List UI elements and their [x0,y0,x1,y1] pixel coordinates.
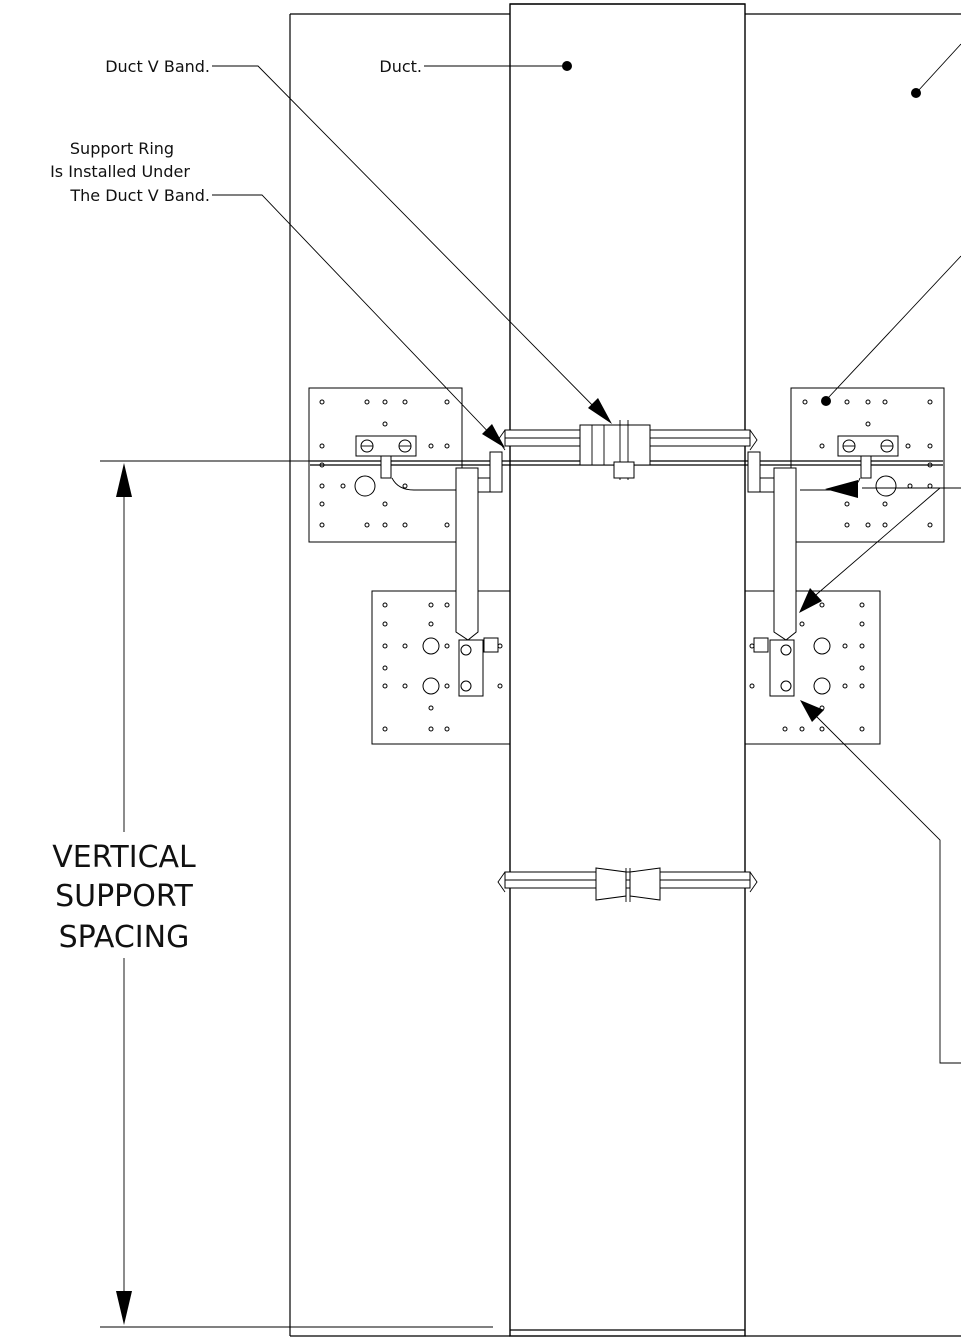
anchor-hole [842,683,848,689]
anchor-hole [927,443,933,449]
anchor-hole [799,621,805,627]
anchor-hole [859,665,865,671]
anchor-hole [382,501,388,507]
support-ring-label-line1: Support Ring [70,139,174,158]
duct-body [509,3,746,1337]
wall-outline [289,13,961,1337]
anchor-hole [749,683,755,689]
anchor-hole [802,399,808,405]
support-ring-label-line2: Is Installed Under [50,162,190,181]
right-strap-bracket [747,451,797,697]
anchor-hole [319,483,325,489]
anchor-hole [402,399,408,405]
anchor-hole [319,501,325,507]
anchor-hole [927,522,933,528]
dimension-label-line1: VERTICAL [52,840,196,875]
leader-lines [212,43,961,1064]
anchor-hole [382,643,388,649]
anchor-hole [444,602,450,608]
anchor-hole [927,399,933,405]
anchor-hole [844,522,850,528]
anchor-hole [364,522,370,528]
anchor-hole [428,443,434,449]
anchor-hole [844,501,850,507]
dimension-label-line2: SUPPORT [55,879,193,914]
anchor-hole [844,399,850,405]
anchor-hole [402,683,408,689]
anchor-hole [319,399,325,405]
duct-v-band-lower [497,867,758,902]
anchor-hole [865,522,871,528]
anchor-hole [382,665,388,671]
left-strap-bracket [455,451,503,697]
anchor-hole [382,522,388,528]
support-ring-label-line3: The Duct V Band. [69,186,210,205]
anchor-hole [882,501,888,507]
anchor-hole [819,443,825,449]
anchor-hole [340,483,346,489]
anchor-hole [859,602,865,608]
duct-v-band-label: Duct V Band. [105,57,210,76]
anchor-hole [444,522,450,528]
anchor-hole [382,683,388,689]
anchor-hole [428,621,434,627]
lower-left-mounting-plate [371,590,513,745]
anchor-hole [444,683,450,689]
vertical-spacing-dimension [100,460,493,1328]
anchor-hole [444,643,450,649]
anchor-hole [402,643,408,649]
anchor-hole [905,443,911,449]
bolt-hole [422,637,440,655]
anchor-hole [859,621,865,627]
anchor-hole [444,399,450,405]
anchor-hole [819,602,825,608]
anchor-hole [382,421,388,427]
anchor-hole [428,726,434,732]
bolt-hole [813,677,831,695]
anchor-hole [859,643,865,649]
anchor-hole [859,683,865,689]
anchor-hole [819,726,825,732]
anchor-hole [428,705,434,711]
dimension-label-line3: SPACING [59,920,190,955]
anchor-hole [402,522,408,528]
anchor-hole [382,602,388,608]
anchor-hole [907,483,913,489]
anchor-hole [882,399,888,405]
anchor-hole [497,643,503,649]
anchor-hole [428,602,434,608]
duct-label: Duct. [379,57,422,76]
anchor-hole [882,522,888,528]
anchor-hole [382,726,388,732]
anchor-hole [782,726,788,732]
anchor-hole [444,726,450,732]
anchor-hole [799,726,805,732]
anchor-hole [927,483,933,489]
support-ring-channel [310,435,943,497]
anchor-hole [749,643,755,649]
anchor-hole [319,522,325,528]
anchor-holes [319,399,933,732]
bolt-hole [422,677,440,695]
anchor-hole [497,683,503,689]
anchor-hole [865,399,871,405]
anchor-hole [382,621,388,627]
anchor-hole [865,421,871,427]
anchor-hole [382,399,388,405]
anchor-hole [402,483,408,489]
anchor-hole [444,443,450,449]
bolt-hole [813,637,831,655]
duct-v-band-upper [497,420,758,480]
anchor-hole [842,643,848,649]
anchor-hole [364,399,370,405]
anchor-hole [859,726,865,732]
anchor-hole [319,443,325,449]
